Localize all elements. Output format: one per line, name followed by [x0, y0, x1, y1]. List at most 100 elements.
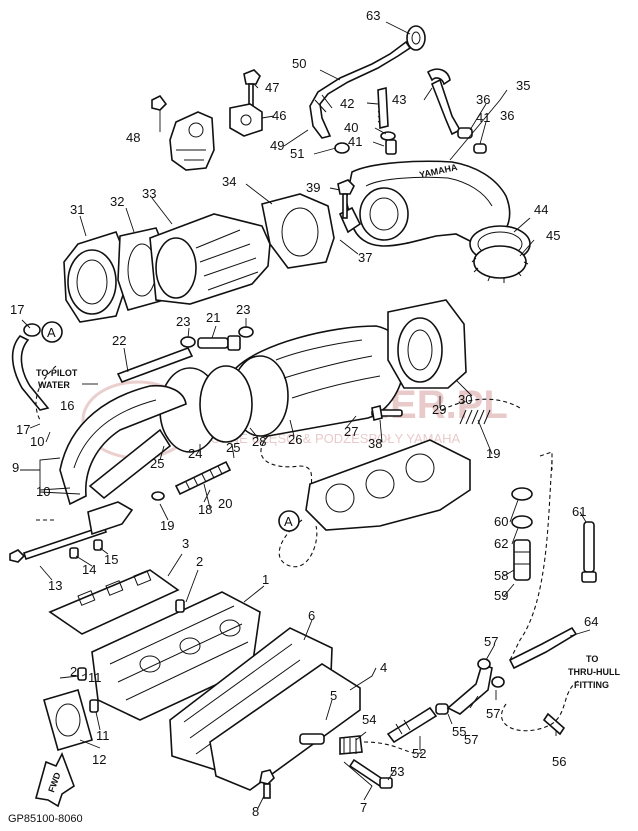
part-52-55-hose [386, 703, 449, 744]
part-label-25: 25 [226, 440, 240, 455]
part-4-gasket [209, 663, 361, 791]
part-31-flange [63, 231, 129, 323]
part-16-hose [11, 335, 50, 411]
part-label-17: 17 [10, 302, 24, 317]
part-8-bolt [259, 769, 275, 799]
part-label-22: 22 [112, 333, 126, 348]
part-label-57: 57 [464, 732, 478, 747]
part-label-14: 14 [82, 562, 96, 577]
part-label-44: 44 [534, 202, 548, 217]
part-label-16: 16 [60, 398, 74, 413]
part-label-4: 4 [380, 660, 387, 675]
part-label-7: 7 [360, 800, 367, 815]
part-label-6: 6 [308, 608, 315, 623]
part-label-54: 54 [362, 712, 376, 727]
part-17-upper-clamp [23, 323, 41, 337]
part-label-11: 11 [96, 728, 110, 743]
part-label-23: 23 [176, 314, 190, 329]
hose-routing [35, 365, 581, 754]
part-14-15-bolts [69, 501, 134, 559]
to-pilot-line2: WATER [38, 380, 70, 390]
part-label-8: 8 [252, 804, 259, 819]
part-58-59-60-62-fitting [511, 487, 533, 581]
part-34-gasket [261, 193, 335, 269]
part-label-57: 57 [486, 706, 500, 721]
part-label-59: 59 [494, 588, 508, 603]
part-43-hose-clamp [426, 68, 462, 136]
leader-lines [20, 21, 591, 809]
part-23-clamps [180, 326, 254, 348]
part-18-20-spring [174, 460, 232, 496]
part-label-36: 36 [500, 108, 514, 123]
to-thru-line2: THRU-HULL [568, 667, 620, 677]
part-46-bracket [229, 103, 263, 137]
part-label-21: 21 [206, 310, 220, 325]
part-39-bolt [337, 179, 355, 219]
part-label-46: 46 [272, 108, 286, 123]
part-label-2: 2 [196, 554, 203, 569]
part-48-bracket [151, 94, 215, 171]
part-61-pipe [581, 521, 597, 583]
part-label-31: 31 [70, 202, 84, 217]
cylinder-head-gasket [305, 439, 471, 531]
part-label-35: 35 [516, 78, 530, 93]
part-label-61: 61 [572, 504, 586, 519]
part-label-49: 49 [270, 138, 284, 153]
part-label-36: 36 [476, 92, 490, 107]
part-50-hose [309, 40, 412, 139]
part-label-12: 12 [92, 752, 106, 767]
part-label-63: 63 [366, 8, 380, 23]
marker-a-upper-text: A [47, 325, 56, 340]
part-label-11: 11 [88, 670, 102, 685]
to-pilot-line1: TO PILOT [36, 368, 78, 378]
part-label-48: 48 [126, 130, 140, 145]
part-57-y-fitting [446, 658, 505, 715]
part-3-gasket [48, 569, 180, 635]
part-38-bolt [371, 405, 403, 421]
part-12-flange [43, 689, 93, 751]
part-label-51: 51 [290, 146, 304, 161]
marker-a-upper: A [41, 321, 63, 343]
part-label-41: 41 [348, 134, 362, 149]
part-22-pipe [116, 347, 194, 383]
part-label-28: 28 [252, 434, 266, 449]
part-label-1: 1 [262, 572, 269, 587]
part-5-54-fittings [299, 733, 363, 755]
part-56-hose [542, 712, 566, 736]
part-label-17: 17 [16, 422, 30, 437]
part-label-5: 5 [330, 688, 337, 703]
part-label-47: 47 [265, 80, 279, 95]
part-label-56: 56 [552, 754, 566, 769]
part-21-fitting [197, 335, 241, 351]
part-41-clamp-upper [457, 127, 487, 154]
part-label-32: 32 [110, 194, 124, 209]
part-label-15: 15 [104, 552, 118, 567]
part-label-45: 45 [546, 228, 560, 243]
part-label-10: 10 [30, 434, 44, 449]
part-label-39: 39 [306, 180, 320, 195]
part-label-58: 58 [494, 568, 508, 583]
part-label-10: 10 [36, 484, 50, 499]
diagram-code: GP85100-8060 [8, 813, 83, 825]
part-label-13: 13 [48, 578, 62, 593]
part-label-33: 33 [142, 186, 156, 201]
part-63-cap [406, 25, 426, 51]
part-7-53-bolt [348, 758, 393, 789]
part-label-43: 43 [392, 92, 406, 107]
part-label-57: 57 [484, 634, 498, 649]
part-label-38: 38 [368, 436, 382, 451]
fwd-arrow: FWD [34, 752, 75, 808]
part-label-34: 34 [222, 174, 236, 189]
marker-a-lower-text: A [284, 514, 293, 529]
part-label-26: 26 [288, 432, 302, 447]
part-19-lower [151, 491, 165, 501]
part-label-55: 55 [452, 724, 466, 739]
marker-a-lower: A [278, 510, 300, 532]
part-45-clamp [471, 245, 529, 283]
part-64-hose [508, 626, 578, 670]
part-42-spring [377, 86, 389, 130]
part-label-27: 27 [344, 424, 358, 439]
